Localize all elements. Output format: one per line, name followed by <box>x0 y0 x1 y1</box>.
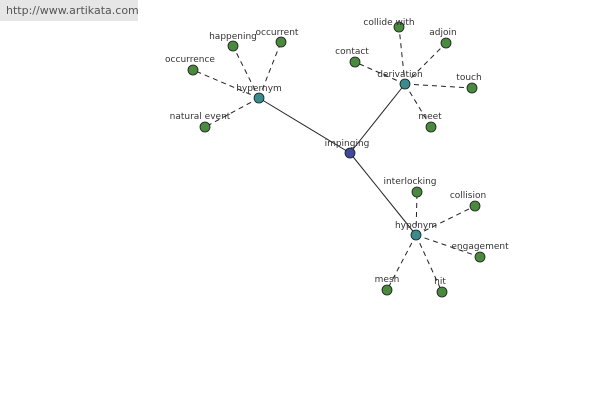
label-happening[interactable]: happening <box>209 32 257 42</box>
edge-impinging-hyponym <box>349 152 417 236</box>
leaf-node-occurrence[interactable] <box>187 64 199 76</box>
graph-edges <box>192 26 481 293</box>
edge-hyponym-hit <box>415 234 443 293</box>
leaf-node-meet[interactable] <box>425 121 437 133</box>
edge-hyponym-interlocking <box>415 191 418 236</box>
label-mesh[interactable]: mesh <box>375 275 400 285</box>
center-node-impinging[interactable] <box>344 147 356 159</box>
label-hypernym[interactable]: hypernym <box>236 84 282 94</box>
label-hyponym[interactable]: hyponym <box>395 221 437 231</box>
edge-hypernym-occurrence <box>192 69 260 99</box>
leaf-node-collision[interactable] <box>469 200 481 212</box>
edge-derivation-collide-with <box>398 26 406 85</box>
label-touch[interactable]: touch <box>456 73 481 83</box>
group-node-derivation[interactable] <box>399 78 411 90</box>
label-adjoin[interactable]: adjoin <box>429 28 456 38</box>
leaf-node-contact[interactable] <box>349 56 361 68</box>
label-contact[interactable]: contact <box>335 47 369 57</box>
leaf-node-occurrent[interactable] <box>275 36 287 48</box>
edge-hypernym-happening <box>232 45 260 99</box>
group-node-hyponym[interactable] <box>410 229 422 241</box>
leaf-node-mesh[interactable] <box>381 284 393 296</box>
label-collision[interactable]: collision <box>450 191 486 201</box>
label-hit[interactable]: hit <box>434 277 446 287</box>
leaf-node-happening[interactable] <box>227 40 239 52</box>
source-url-text: http://www.artikata.com <box>6 4 139 17</box>
edge-hypernym-natural-event <box>204 97 260 128</box>
label-collide-with[interactable]: collide with <box>363 18 414 28</box>
leaf-node-adjoin[interactable] <box>440 37 452 49</box>
edge-impinging-hypernym <box>258 97 351 154</box>
label-occurrence[interactable]: occurrence <box>165 55 215 65</box>
edge-hyponym-engagement <box>415 234 481 258</box>
source-url-banner: http://www.artikata.com <box>0 0 139 21</box>
edge-derivation-contact <box>354 61 406 85</box>
edge-hyponym-collision <box>415 205 476 236</box>
group-node-hypernym[interactable] <box>253 92 265 104</box>
leaf-node-touch[interactable] <box>466 82 478 94</box>
edge-derivation-touch <box>404 83 473 89</box>
edge-derivation-adjoin <box>404 42 447 85</box>
edge-hyponym-mesh <box>386 234 417 291</box>
label-natural-event[interactable]: natural event <box>170 112 231 122</box>
leaf-node-collide-with[interactable] <box>393 21 405 33</box>
graph-nodes <box>187 21 486 298</box>
label-derivation[interactable]: derivation <box>377 70 423 80</box>
leaf-node-interlocking[interactable] <box>411 186 423 198</box>
label-engagement[interactable]: engagement <box>451 242 509 252</box>
label-interlocking[interactable]: interlocking <box>383 177 436 187</box>
edge-hypernym-occurrent <box>258 41 282 99</box>
leaf-node-hit[interactable] <box>436 286 448 298</box>
label-meet[interactable]: meet <box>418 112 442 122</box>
label-impinging[interactable]: impinging <box>325 139 370 149</box>
edge-impinging-derivation <box>349 83 406 154</box>
label-occurrent[interactable]: occurrent <box>256 28 299 38</box>
leaf-node-natural-event[interactable] <box>199 121 211 133</box>
leaf-node-engagement[interactable] <box>474 251 486 263</box>
